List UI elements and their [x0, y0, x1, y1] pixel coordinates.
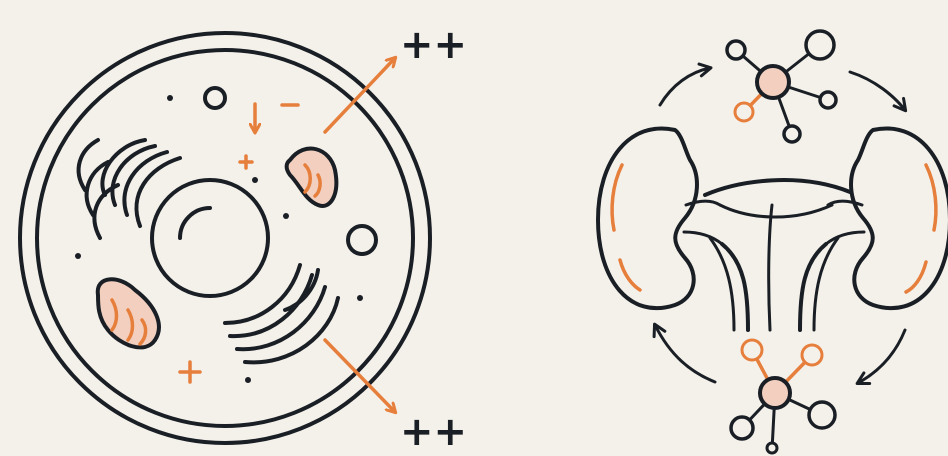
particle: [167, 95, 173, 101]
ion-out-arrow-top: [325, 58, 395, 132]
ureters: [705, 180, 850, 330]
charge-label-bottom: ++: [400, 409, 467, 455]
kidney-right: [826, 128, 948, 308]
cycle-arrow-icon: [655, 325, 715, 382]
mitochondrion-top: [287, 149, 337, 206]
particle: [245, 377, 251, 383]
cycle-arrow-icon: [858, 330, 905, 383]
particle: [252, 177, 258, 183]
particle: [283, 213, 289, 219]
cell-membrane-inner: [37, 50, 413, 426]
cycle-arrow-icon: [850, 72, 905, 110]
particle: [357, 295, 363, 301]
mitochondrion-bottom: [98, 279, 159, 347]
molecule-bottom: [731, 340, 835, 453]
golgi-right: [225, 265, 338, 362]
golgi-left: [79, 140, 180, 238]
molecule-top: [727, 31, 836, 142]
nucleus: [152, 180, 268, 296]
particle: [75, 253, 81, 259]
cycle-arrow-icon: [660, 68, 710, 105]
vesicle: [205, 88, 225, 108]
vesicle: [348, 226, 376, 254]
kidney-cycle: [598, 31, 948, 453]
charge-label-top: ++: [400, 22, 467, 68]
kidney-left: [598, 128, 722, 308]
ion-out-arrow-bottom: [325, 340, 395, 412]
cell-icon: ++ ++: [20, 22, 467, 455]
